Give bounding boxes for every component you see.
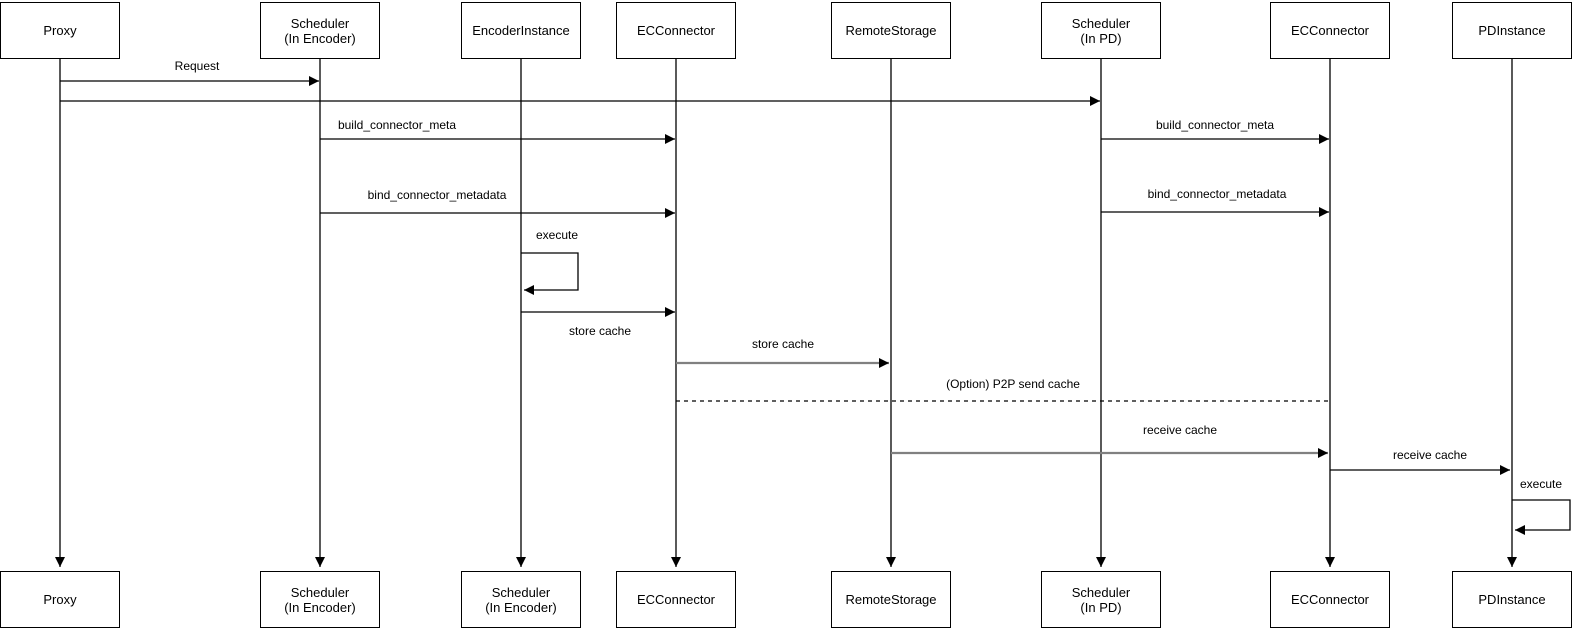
arrow-execute-self-pd — [1512, 499, 1571, 535]
message-label-p2p-send-cache: (Option) P2P send cache — [944, 376, 1082, 392]
message-label-build-connector-meta-pd: build_connector_meta — [1153, 117, 1277, 133]
actor-top-proxy: Proxy — [0, 2, 120, 59]
actor-bottom-scheduler-pd: Scheduler (In PD) — [1041, 571, 1161, 628]
actor-label: Scheduler (In PD) — [1071, 15, 1131, 46]
actor-top-scheduler-encoder: Scheduler (In Encoder) — [260, 2, 380, 59]
actor-label: RemoteStorage — [845, 23, 937, 38]
actor-top-pd-instance: PDInstance — [1452, 2, 1572, 59]
actor-label: Proxy — [43, 592, 77, 607]
actor-bottom-ec-connector-pd: ECConnector — [1270, 571, 1390, 628]
message-label-request: Request — [172, 58, 222, 74]
actor-label: ECConnector — [1290, 592, 1370, 607]
actor-top-remote-storage: RemoteStorage — [831, 2, 951, 59]
message-label-store-cache-encoder: store cache — [566, 323, 634, 339]
message-label-store-cache-remote: store cache — [749, 336, 817, 352]
actor-label: Scheduler (In PD) — [1071, 584, 1131, 615]
actor-label: RemoteStorage — [845, 592, 937, 607]
message-label-receive-cache-remote: receive cache — [1140, 422, 1220, 438]
actor-label: PDInstance — [1478, 23, 1546, 38]
actor-label: ECConnector — [636, 592, 716, 607]
actor-bottom-remote-storage: RemoteStorage — [831, 571, 951, 628]
actor-bottom-scheduler-encoder: Scheduler (In Encoder) — [260, 571, 380, 628]
actor-bottom-ec-connector: ECConnector — [616, 571, 736, 628]
message-label-build-connector-meta-encoder: build_connector_meta — [335, 117, 459, 133]
actor-label: PDInstance — [1478, 592, 1546, 607]
arrow-execute-self-encoder — [521, 252, 579, 295]
message-label-receive-cache-pd: receive cache — [1390, 447, 1470, 463]
actor-label: ECConnector — [636, 23, 716, 38]
message-label-bind-connector-metadata-pd: bind_connector_metadata — [1145, 186, 1289, 202]
message-label-execute-pd: execute — [1517, 476, 1565, 492]
actor-label: Proxy — [43, 23, 77, 38]
actor-bottom-proxy: Proxy — [0, 571, 120, 628]
message-label-execute-encoder: execute — [533, 227, 581, 243]
actor-top-encoder-instance: EncoderInstance — [461, 2, 581, 59]
actor-label: Scheduler (In Encoder) — [284, 584, 356, 615]
actor-label: ECConnector — [1290, 23, 1370, 38]
actor-bottom-pd-instance: PDInstance — [1452, 571, 1572, 628]
actor-label: Scheduler (In Encoder) — [284, 15, 356, 46]
actor-label: Scheduler (In Encoder) — [485, 584, 557, 615]
actor-top-ec-connector-pd: ECConnector — [1270, 2, 1390, 59]
actor-label: EncoderInstance — [472, 23, 570, 38]
actor-top-ec-connector: ECConnector — [616, 2, 736, 59]
actor-top-scheduler-pd: Scheduler (In PD) — [1041, 2, 1161, 59]
actor-bottom-scheduler-encoder-2: Scheduler (In Encoder) — [461, 571, 581, 628]
message-label-bind-connector-metadata-encoder: bind_connector_metadata — [365, 187, 509, 203]
